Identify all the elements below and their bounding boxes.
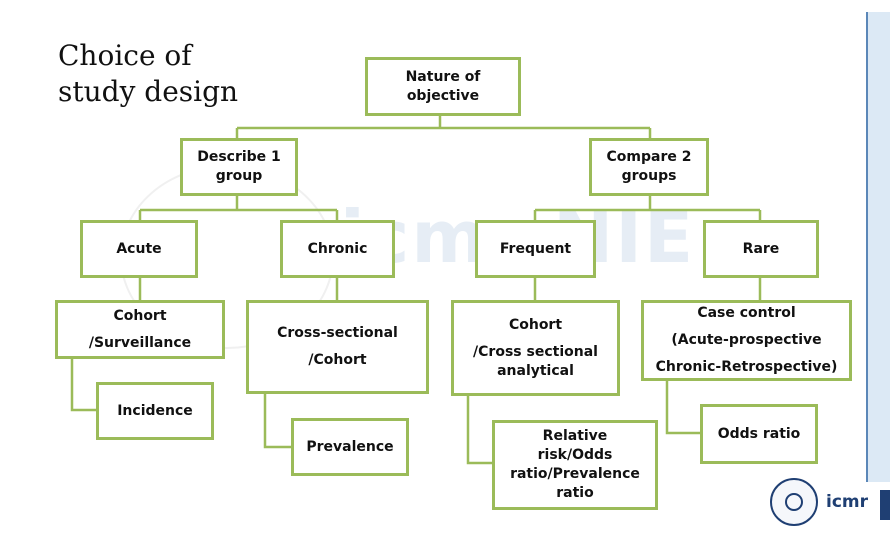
emblem-logo (770, 478, 818, 526)
node-case-control: Case control (Acute-prospective Chronic-… (641, 300, 852, 381)
node-label: Acute (116, 240, 162, 257)
icmr-logo-text: icmr (826, 492, 869, 512)
node-label-line-1: Cohort (113, 307, 167, 324)
side-panel (866, 12, 890, 482)
title-line-2: study design (58, 75, 239, 108)
node-compare-2-groups: Compare 2 groups (589, 138, 709, 196)
node-label-line-2: /Cross sectional analytical (473, 343, 598, 379)
node-odds-ratio: Odds ratio (700, 404, 818, 464)
node-label: Relative risk/Odds ratio/Prevalence rati… (510, 428, 640, 501)
node-frequent: Frequent (475, 220, 596, 278)
node-label-line-2: /Surveillance (88, 334, 192, 351)
node-cohort-surveillance: Cohort /Surveillance (55, 300, 225, 359)
node-label: Frequent (499, 240, 572, 257)
node-label-line-2: /Cohort (308, 352, 367, 368)
node-label: Odds ratio (717, 425, 801, 442)
node-relative-risk: Relative risk/Odds ratio/Prevalence rati… (492, 420, 658, 510)
title-line-1: Choice of (58, 39, 192, 72)
node-label: Prevalence (306, 438, 394, 455)
node-label: Chronic (307, 240, 368, 257)
node-rare: Rare (703, 220, 819, 278)
node-label-line-2: (Acute-prospective (671, 332, 822, 348)
node-label-line-3: Chronic-Retrospective) (655, 359, 838, 375)
node-cohort-cross-sectional: Cohort /Cross sectional analytical (451, 300, 620, 396)
node-prevalence: Prevalence (291, 418, 409, 476)
node-label: Describe 1 group (197, 149, 281, 184)
node-chronic: Chronic (280, 220, 395, 278)
node-describe-1-group: Describe 1 group (180, 138, 298, 196)
node-label: Nature of objective (405, 68, 481, 104)
node-cross-sectional-cohort: Cross-sectional /Cohort (246, 300, 429, 394)
node-acute: Acute (80, 220, 198, 278)
node-incidence: Incidence (96, 382, 214, 440)
node-label: Incidence (117, 402, 193, 419)
node-label-line-1: Case control (697, 305, 796, 321)
slide-title: Choice of study design (58, 38, 238, 110)
node-label: Compare 2 groups (606, 149, 692, 184)
node-label-line-1: Cohort (508, 316, 563, 333)
node-label: Rare (742, 240, 780, 257)
node-nature-of-objective: Nature of objective (365, 57, 521, 116)
node-label-line-1: Cross-sectional (277, 325, 398, 341)
nie-logo-mark (880, 490, 890, 520)
